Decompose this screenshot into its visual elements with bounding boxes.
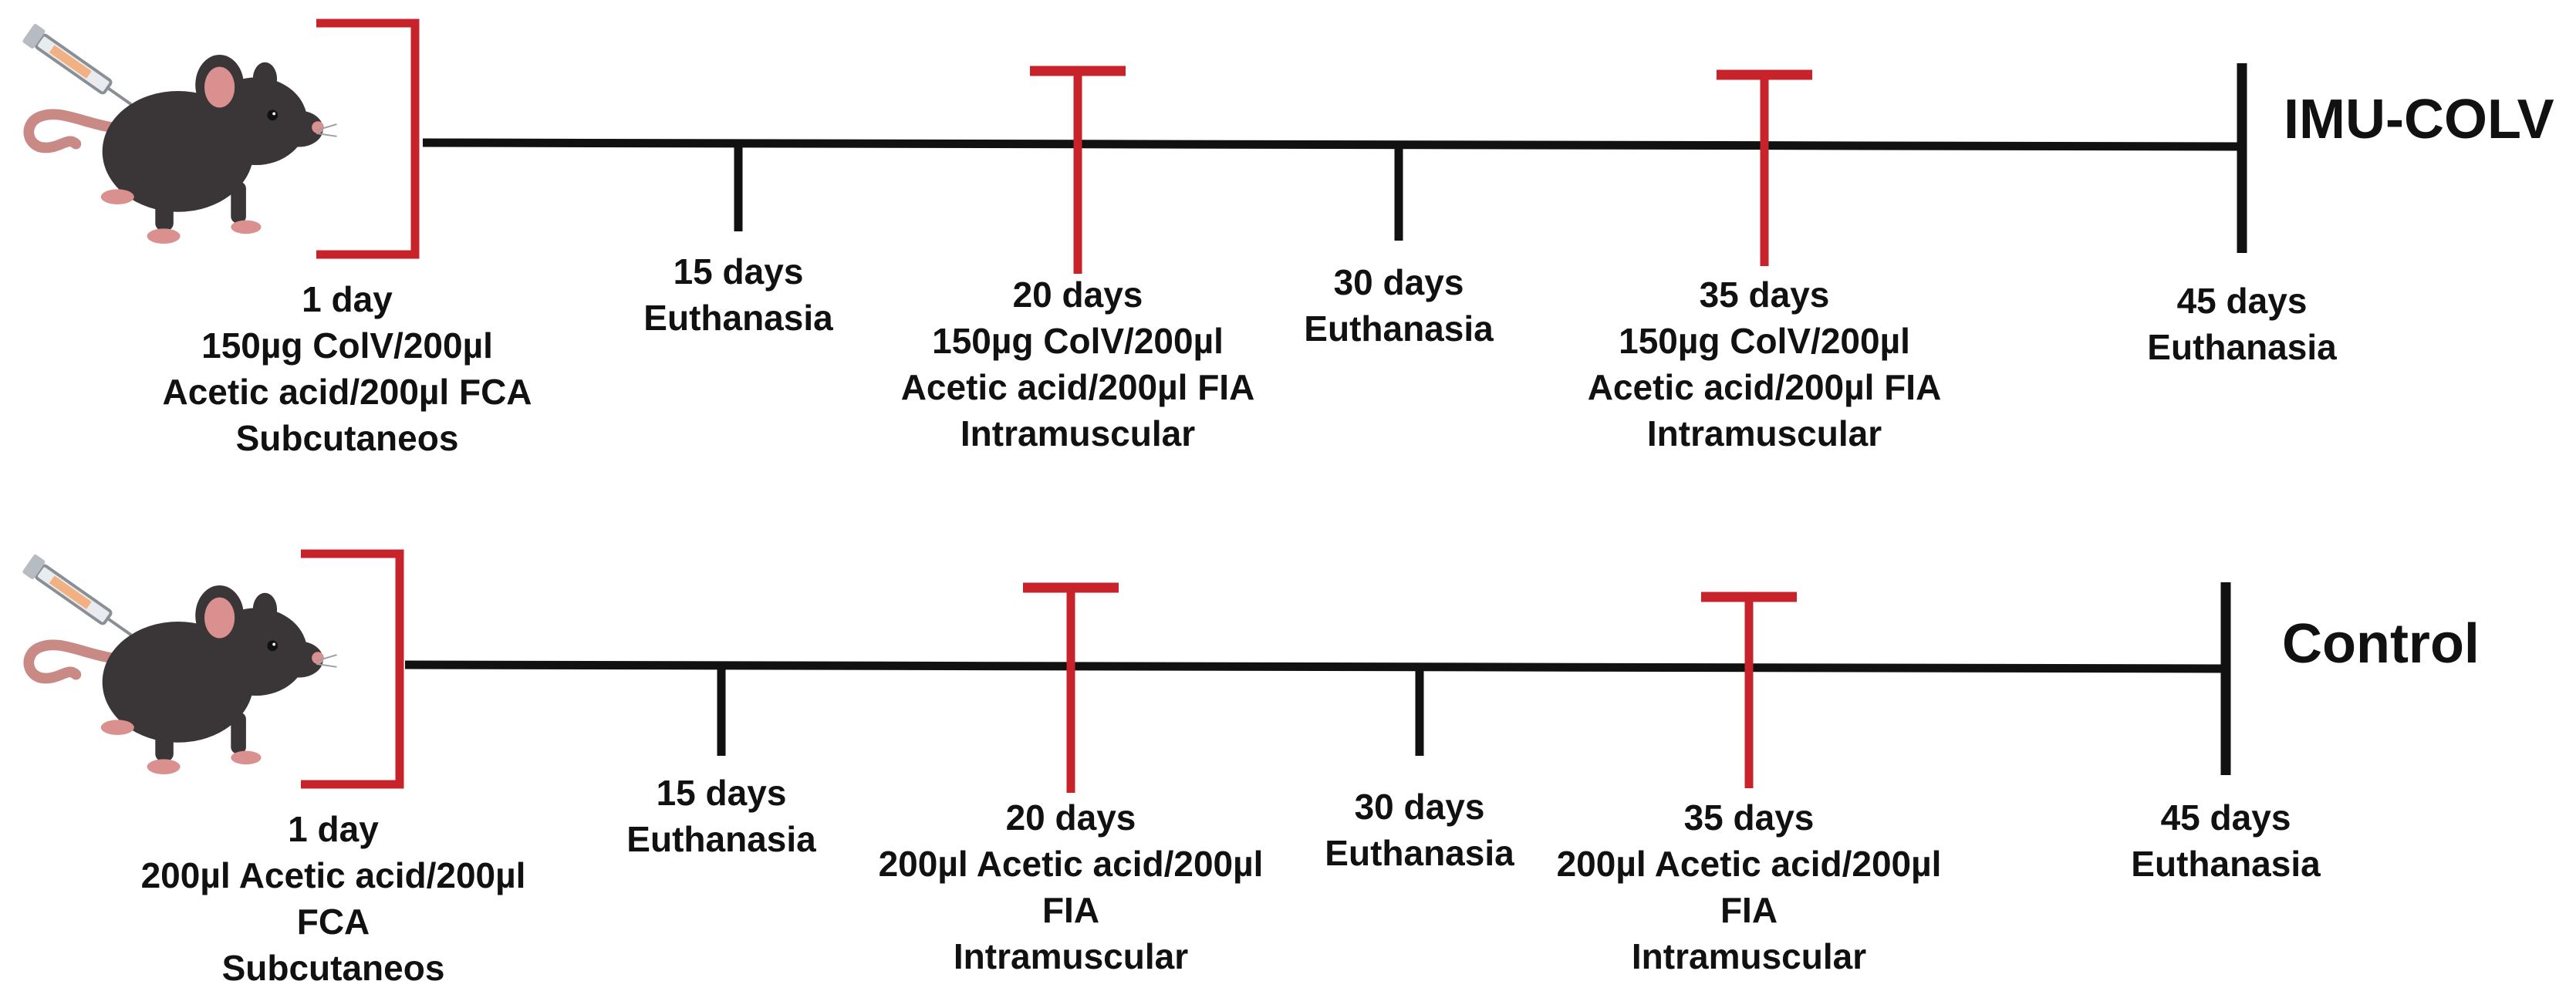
event-label-line: Acetic acid/200µl FCA: [162, 372, 532, 412]
mouse-with-syringe-icon: [22, 554, 336, 774]
event-label-line: 200µl Acetic acid/200µl: [140, 855, 526, 895]
event-label-line: 15 days: [656, 773, 787, 813]
event-label-line: FIA: [1720, 890, 1778, 930]
event-label-line: 30 days: [1333, 262, 1464, 302]
event-label-line: FIA: [1042, 890, 1100, 930]
event-label-line: Subcutaneos: [221, 948, 445, 988]
event-label-line: Euthanasia: [1304, 308, 1494, 349]
start-bracket-marker: [316, 19, 420, 259]
event-label-line: Euthanasia: [2147, 327, 2337, 367]
event-label-line: Acetic acid/200µl FIA: [1587, 367, 1942, 407]
event-label-line: Euthanasia: [1325, 833, 1514, 873]
event-label-line: 35 days: [1699, 275, 1830, 315]
event-label-line: 20 days: [1005, 797, 1136, 838]
event-label-line: FCA: [296, 902, 370, 942]
event-label-line: Intramuscular: [953, 936, 1189, 976]
timeline-axis: [422, 138, 2243, 151]
group-name: Control: [2282, 613, 2480, 675]
event-label-line: 200µl Acetic acid/200µl: [878, 844, 1264, 884]
event-label-line: Intramuscular: [1631, 936, 1867, 976]
event-label-line: 150µg ColV/200µl: [1619, 321, 1910, 361]
event-label-line: 1 day: [302, 279, 393, 319]
event-label-line: Euthanasia: [626, 819, 816, 859]
event-label-line: 15 days: [673, 251, 804, 292]
event-label-line: 45 days: [2176, 281, 2308, 321]
start-bracket-marker: [301, 549, 404, 789]
event-label-line: Subcutaneos: [235, 418, 459, 458]
event-label-line: Acetic acid/200µl FIA: [900, 367, 1255, 407]
event-label-line: 150µg ColV/200µl: [932, 321, 1224, 361]
group-name: IMU-COLV: [2284, 89, 2554, 150]
event-label-line: Intramuscular: [1646, 413, 1882, 453]
event-label-line: 20 days: [1012, 275, 1143, 315]
event-label-line: 150µg ColV/200µl: [201, 325, 493, 366]
event-label-line: 35 days: [1683, 797, 1815, 838]
mouse-with-syringe-icon: [22, 23, 336, 244]
event-label-line: Euthanasia: [2131, 844, 2321, 884]
event-label-line: Intramuscular: [960, 413, 1196, 453]
event-label-line: 200µl Acetic acid/200µl: [1556, 844, 1942, 884]
event-label-line: 30 days: [1354, 787, 1485, 827]
event-label-line: Euthanasia: [643, 298, 833, 338]
event-label-line: 1 day: [288, 809, 379, 849]
timeline-axis: [404, 660, 2227, 673]
event-label-line: 45 days: [2160, 797, 2291, 838]
